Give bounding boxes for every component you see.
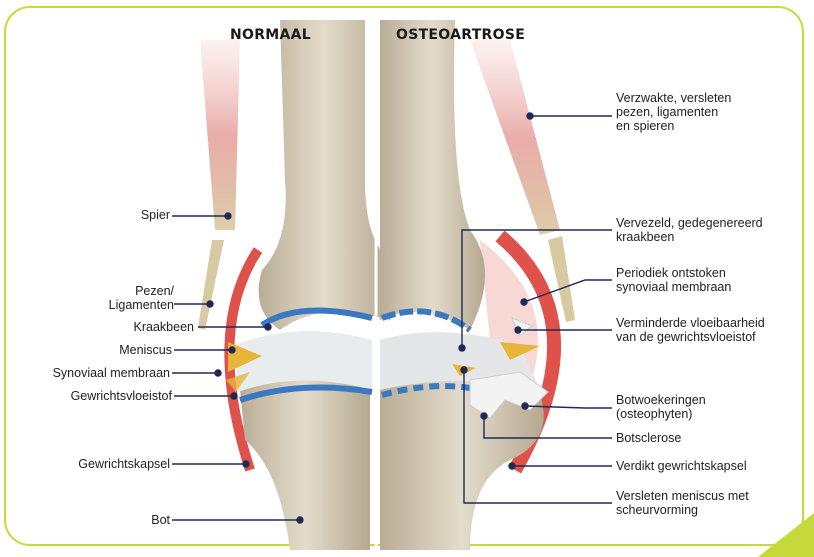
label-verdikt-gewrichtskapsel: Verdikt gewrichtskapsel (616, 459, 747, 473)
label-spier: Spier (141, 208, 170, 222)
femur (259, 20, 390, 330)
label-botwoekeringen: Botwoekeringen (osteophyten) (616, 393, 706, 421)
label-bot: Bot (151, 513, 170, 527)
label-ontstoken-membraan: Periodiek ontstoken synoviaal membraan (616, 266, 731, 294)
label-synoviaal-membraan: Synoviaal membraan (53, 366, 170, 380)
label-versleten-meniscus: Versleten meniscus met scheurvorming (616, 489, 749, 517)
femur-osteo (380, 20, 485, 330)
title-normaal: NORMAAL (230, 27, 311, 43)
label-meniscus: Meniscus (119, 343, 172, 357)
label-pezen-ligamenten: Pezen/ Ligamenten (109, 284, 174, 312)
label-gewrichtsvloeistof: Gewrichtsvloeistof (71, 389, 172, 403)
label-gewrichtskapsel: Gewrichtskapsel (78, 457, 170, 471)
label-kraakbeen: Kraakbeen (134, 320, 194, 334)
label-botsclerose: Botsclerose (616, 431, 681, 445)
label-vervezeld-kraakbeen: Vervezeld, gedegenereerd kraakbeen (616, 216, 763, 244)
muscle-left (198, 40, 240, 330)
label-verminderde-vloeibaarheid: Verminderde vloeibaarheid van de gewrich… (616, 316, 765, 344)
title-osteoartrose: OSTEOARTROSE (396, 27, 525, 43)
label-verzwakte-pezen: Verzwakte, versleten pezen, ligamenten e… (616, 91, 731, 133)
tibia (240, 374, 370, 550)
